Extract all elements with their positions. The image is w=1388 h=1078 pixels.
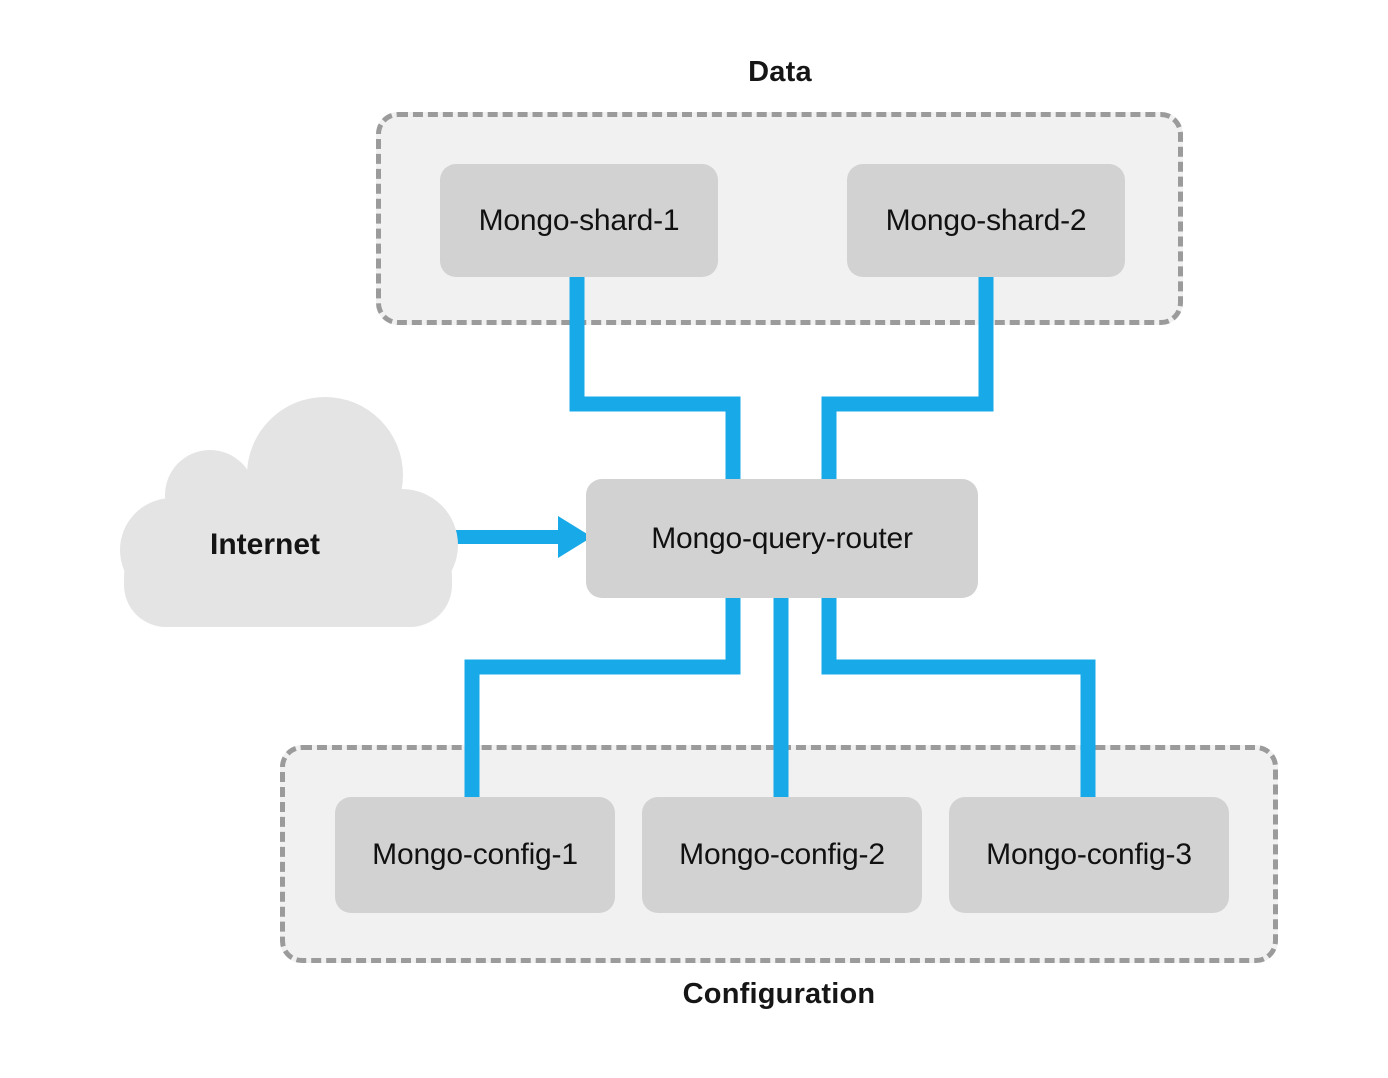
cloud-shape-icon — [120, 397, 458, 627]
node-label-mongo-shard-2: Mongo-shard-2 — [885, 203, 1087, 237]
node-mongo-query-router[interactable]: Mongo-query-router — [586, 479, 978, 598]
node-label-mongo-query-router: Mongo-query-router — [651, 521, 913, 555]
node-label-mongo-shard-1: Mongo-shard-1 — [478, 203, 680, 237]
node-mongo-config-3[interactable]: Mongo-config-3 — [949, 797, 1229, 913]
node-mongo-config-1[interactable]: Mongo-config-1 — [335, 797, 615, 913]
node-label-mongo-config-1: Mongo-config-1 — [372, 838, 578, 871]
group-label-data: Data — [748, 56, 812, 88]
internet-cloud-label: Internet — [209, 528, 320, 561]
arrowhead-icon — [558, 516, 592, 558]
link-shard2-router — [821, 272, 994, 486]
node-mongo-shard-2[interactable]: Mongo-shard-2 — [847, 164, 1125, 277]
link-shard1-router — [569, 272, 741, 486]
node-mongo-shard-1[interactable]: Mongo-shard-1 — [440, 164, 718, 277]
link-router-config3 — [821, 592, 1096, 803]
link-router-config1 — [464, 592, 741, 803]
internet-cloud — [110, 395, 470, 640]
node-label-mongo-config-3: Mongo-config-3 — [986, 838, 1192, 871]
group-label-configuration: Configuration — [682, 978, 876, 1010]
node-label-mongo-config-2: Mongo-config-2 — [679, 838, 885, 871]
node-mongo-config-2[interactable]: Mongo-config-2 — [642, 797, 922, 913]
